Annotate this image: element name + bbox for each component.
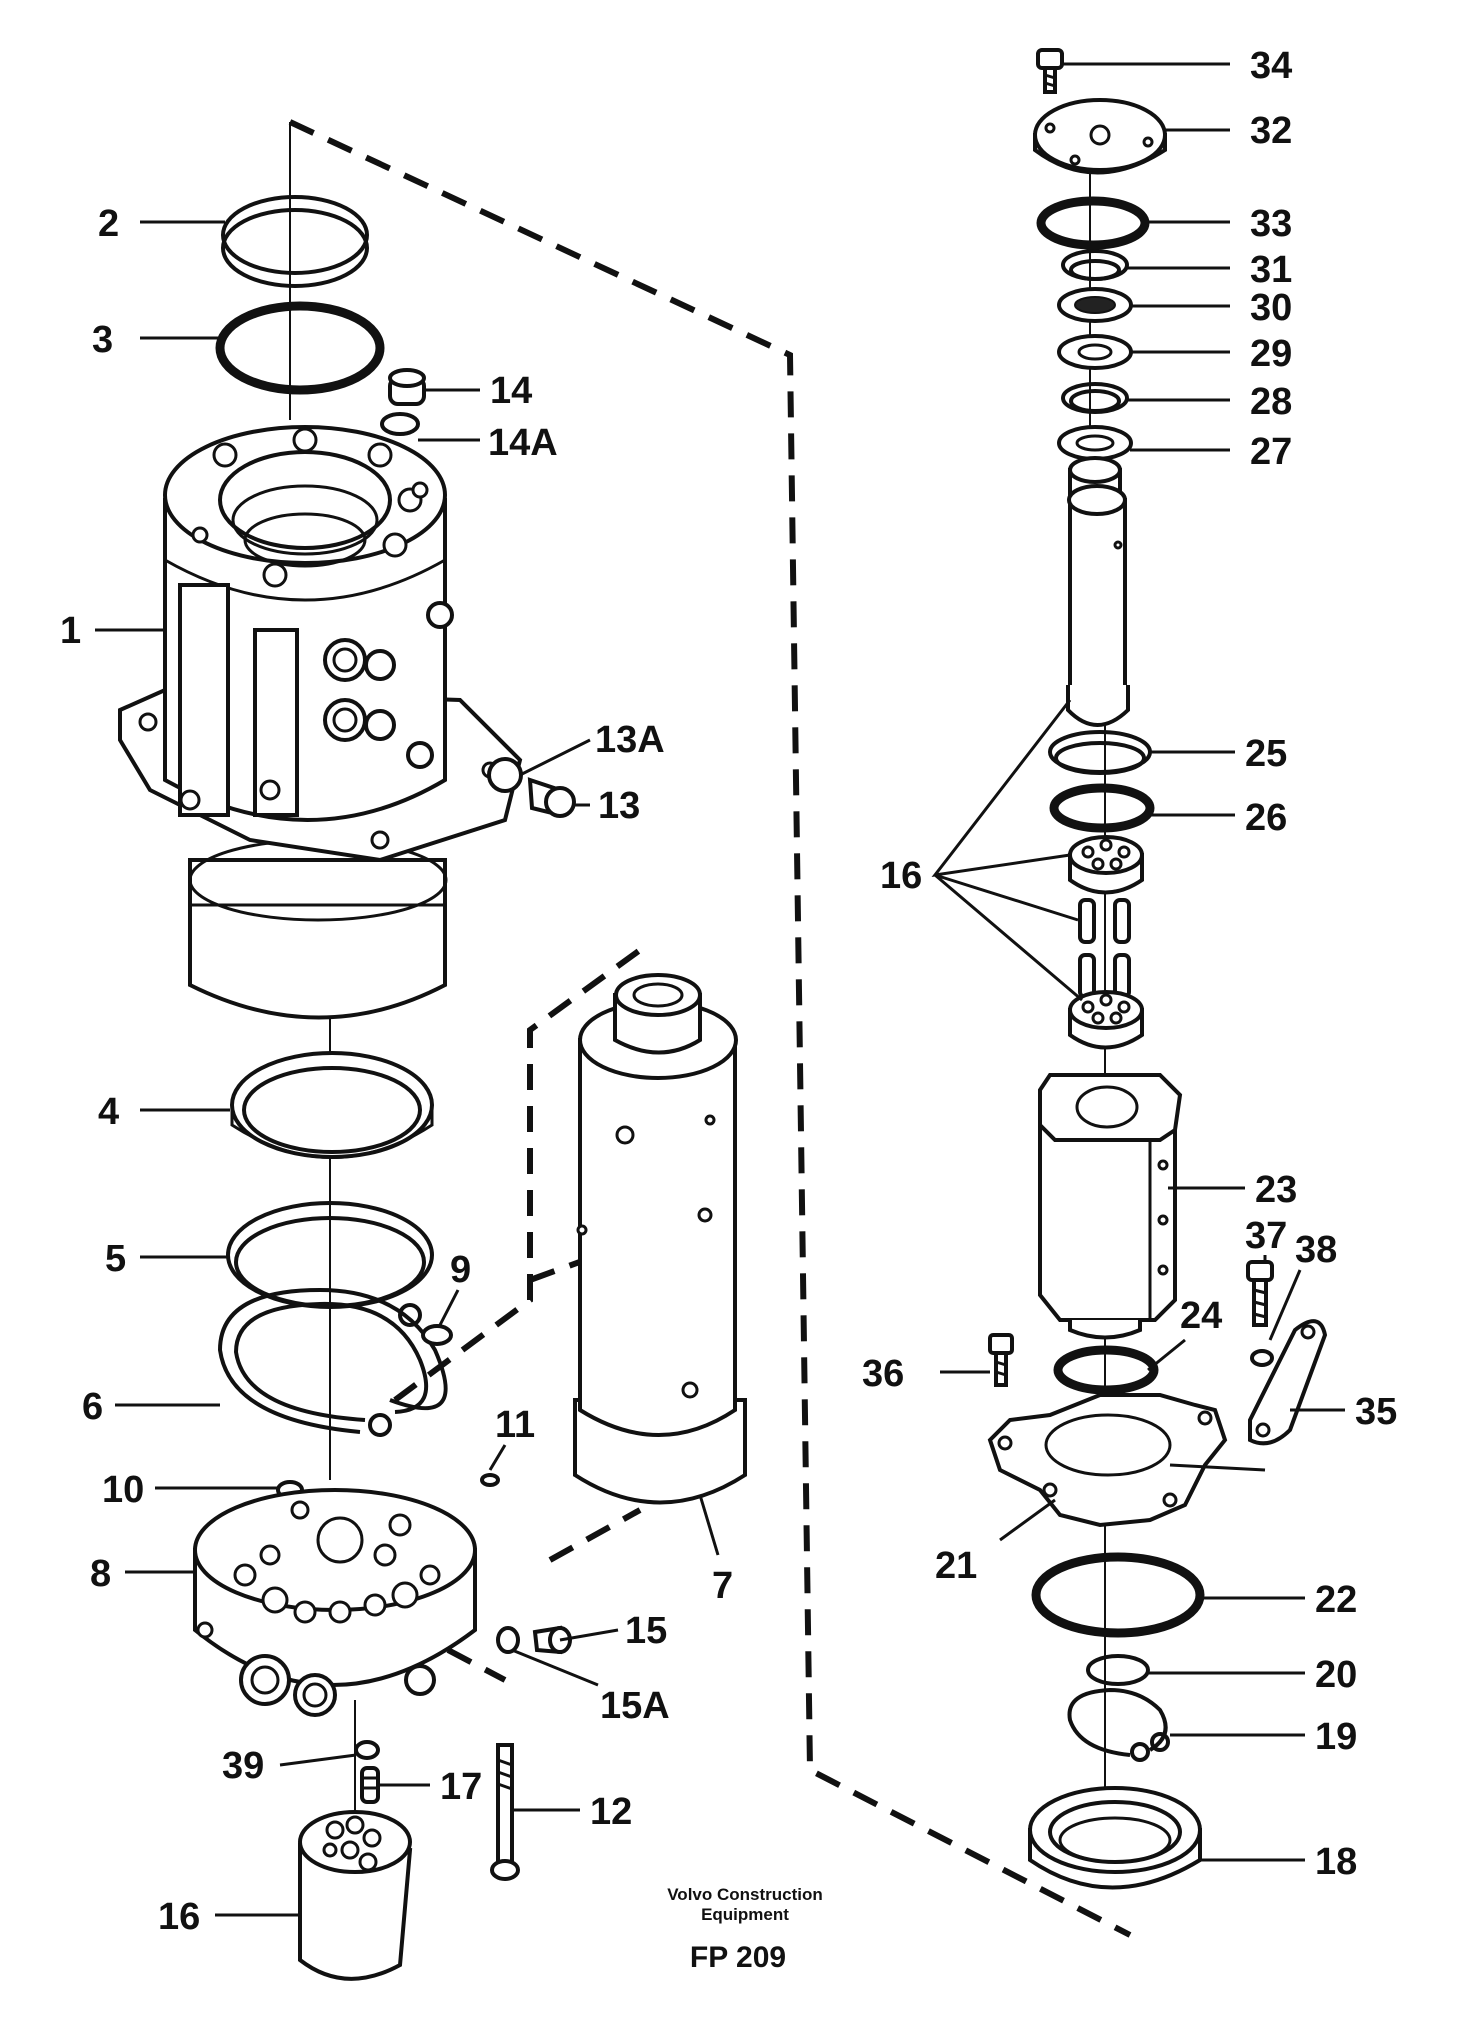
part-31-snap-ring bbox=[1061, 249, 1129, 281]
label-1: 1 bbox=[60, 610, 81, 652]
label-31: 31 bbox=[1250, 249, 1292, 291]
part-1-housing bbox=[118, 425, 523, 1020]
part-25-ring bbox=[1048, 730, 1152, 775]
label-39: 39 bbox=[222, 1745, 264, 1787]
part-27-washer bbox=[1057, 425, 1133, 461]
part-28-ring bbox=[1061, 382, 1129, 414]
part-33-o-ring bbox=[1036, 196, 1150, 250]
label-38: 38 bbox=[1295, 1229, 1337, 1271]
label-16-lower: 16 bbox=[158, 1896, 200, 1938]
upper-shaft bbox=[1066, 456, 1130, 727]
label-8: 8 bbox=[90, 1553, 111, 1595]
label-25: 25 bbox=[1245, 733, 1287, 775]
label-36: 36 bbox=[862, 1353, 904, 1395]
label-32: 32 bbox=[1250, 110, 1292, 152]
part-7-shaft bbox=[573, 973, 747, 1505]
label-24: 24 bbox=[1180, 1295, 1222, 1337]
part-14-plug bbox=[388, 368, 426, 406]
part-36-bolt bbox=[988, 1333, 1014, 1387]
part-39-washer bbox=[354, 1740, 380, 1760]
label-35: 35 bbox=[1355, 1391, 1397, 1433]
label-2: 2 bbox=[98, 203, 119, 245]
label-20: 20 bbox=[1315, 1654, 1357, 1696]
part-23-housing bbox=[1038, 1073, 1183, 1340]
part-19-snap-ring bbox=[1067, 1687, 1170, 1762]
part-20-o-ring bbox=[1086, 1654, 1150, 1686]
caption-company-line2: Equipment bbox=[701, 1905, 789, 1924]
label-13: 13 bbox=[598, 785, 640, 827]
part-15a-washer bbox=[496, 1626, 520, 1654]
part-2-ring bbox=[221, 195, 369, 288]
part-14a-washer bbox=[380, 412, 420, 436]
label-12: 12 bbox=[590, 1791, 632, 1833]
caption-code: FP 209 bbox=[690, 1941, 786, 1974]
part-34-bolt bbox=[1036, 48, 1064, 94]
label-5: 5 bbox=[105, 1238, 126, 1280]
label-4: 4 bbox=[98, 1091, 119, 1133]
part-12-bolt bbox=[490, 1743, 520, 1881]
label-37: 37 bbox=[1245, 1215, 1287, 1257]
label-30: 30 bbox=[1250, 287, 1292, 329]
label-16-upper: 16 bbox=[880, 855, 922, 897]
label-3: 3 bbox=[92, 319, 113, 361]
label-13a: 13A bbox=[595, 719, 665, 761]
part-26-o-ring bbox=[1049, 783, 1155, 833]
part-3-o-ring bbox=[215, 301, 385, 395]
caption: Volvo Construction Equipment FP 209 bbox=[667, 1885, 823, 1974]
part-21-flange bbox=[987, 1393, 1266, 1528]
caption-company: Volvo Construction bbox=[667, 1885, 823, 1904]
part-17-pin bbox=[360, 1766, 380, 1804]
label-6: 6 bbox=[82, 1386, 103, 1428]
label-7: 7 bbox=[712, 1565, 733, 1607]
label-26: 26 bbox=[1245, 797, 1287, 839]
part-30-washer bbox=[1057, 287, 1133, 323]
part-13a-washer bbox=[487, 757, 523, 793]
label-22: 22 bbox=[1315, 1579, 1357, 1621]
part-24-o-ring bbox=[1053, 1345, 1159, 1395]
label-21: 21 bbox=[935, 1545, 977, 1587]
leader-lines bbox=[95, 62, 1345, 1917]
label-18: 18 bbox=[1315, 1841, 1357, 1883]
label-15a: 15A bbox=[600, 1685, 670, 1727]
part-18-seal bbox=[1028, 1786, 1202, 1890]
part-6-snap-ring bbox=[217, 1287, 448, 1437]
part-4-seal bbox=[230, 1051, 434, 1159]
label-19: 19 bbox=[1315, 1716, 1357, 1758]
part-16-rotor-block-lower bbox=[298, 1810, 413, 1981]
label-14a: 14A bbox=[488, 422, 558, 464]
label-33: 33 bbox=[1250, 203, 1292, 245]
part-labels: 34 32 33 31 30 29 28 27 2 3 14 14A 1 13A… bbox=[60, 45, 1397, 1938]
part-22-o-ring bbox=[1031, 1552, 1205, 1638]
part-9-washer bbox=[421, 1324, 453, 1346]
label-10: 10 bbox=[102, 1469, 144, 1511]
part-32-cover bbox=[1033, 98, 1167, 175]
label-23: 23 bbox=[1255, 1169, 1297, 1211]
label-9: 9 bbox=[450, 1249, 471, 1291]
part-11-o-ring bbox=[480, 1473, 500, 1487]
part-8-block bbox=[193, 1488, 477, 1717]
label-17: 17 bbox=[440, 1766, 482, 1808]
label-11: 11 bbox=[495, 1404, 535, 1446]
part-38-washer bbox=[1250, 1349, 1274, 1367]
part-16-rotor-upper bbox=[1068, 835, 1144, 1050]
part-35-arm bbox=[1248, 1319, 1328, 1446]
label-29: 29 bbox=[1250, 333, 1292, 375]
part-13-plug bbox=[527, 777, 576, 818]
label-27: 27 bbox=[1250, 431, 1292, 473]
label-34: 34 bbox=[1250, 45, 1292, 87]
label-15: 15 bbox=[625, 1610, 667, 1652]
label-14: 14 bbox=[490, 370, 532, 412]
part-37-bolt bbox=[1246, 1260, 1274, 1327]
label-28: 28 bbox=[1250, 381, 1292, 423]
part-29-washer bbox=[1057, 334, 1133, 370]
